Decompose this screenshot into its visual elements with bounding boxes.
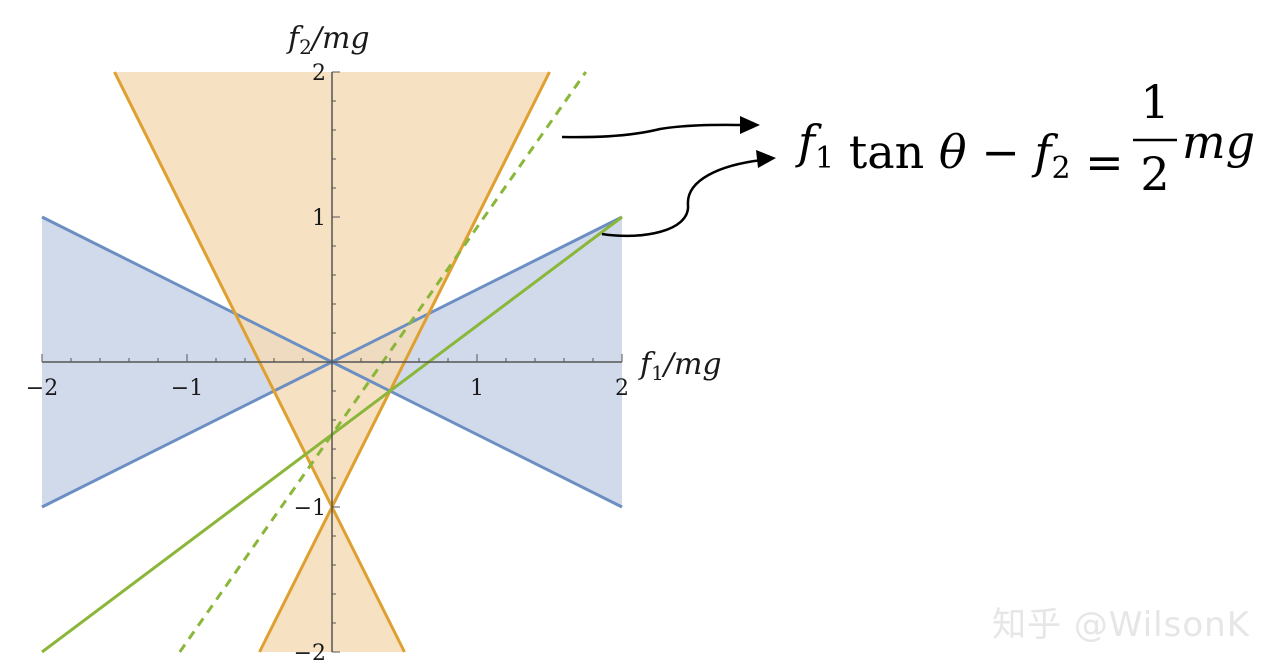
equation-part: −: [967, 125, 1035, 179]
annotation-arrows: [561, 116, 776, 238]
y-tick-label: 1: [312, 206, 326, 231]
arrow-head-2: [756, 150, 776, 168]
x-tick-label: −2: [26, 376, 58, 401]
x-axis-label-sub: 1: [651, 361, 664, 385]
y-axis-label: f2/mg: [286, 21, 370, 59]
watermark: 知乎 @WilsonK: [992, 605, 1250, 645]
y-tick-label: −1: [294, 496, 326, 521]
arrow-head-1: [740, 116, 760, 134]
x-axis-label-rest: /mg: [661, 347, 722, 382]
y-axis-label-sub: 2: [299, 35, 312, 59]
equation-part: =: [1071, 135, 1124, 189]
fraction-numerator: 1: [1140, 75, 1169, 129]
x-tick-label: 1: [470, 376, 484, 401]
equation-part: 1: [815, 141, 834, 176]
equation-part: 2: [1051, 151, 1070, 186]
y-tick-label: 2: [312, 61, 326, 86]
tick-marks: [41, 71, 623, 653]
equation-tail: mg: [1182, 115, 1255, 169]
equation-part: θ: [939, 125, 967, 179]
arrow-to-green-line: [601, 158, 763, 238]
equation-text: f1 tan θ − f2 =: [795, 115, 1124, 189]
equation-part: tan: [834, 125, 939, 179]
x-tick-label: 2: [615, 376, 629, 401]
y-axis-label-rest: /mg: [309, 21, 370, 56]
y-tick-label: −2: [294, 641, 326, 666]
fraction-denominator: 2: [1140, 147, 1169, 201]
x-axis-label: f1/mg: [638, 347, 722, 385]
x-tick-label: −1: [171, 376, 203, 401]
arrow-to-dashed-line: [561, 123, 749, 139]
